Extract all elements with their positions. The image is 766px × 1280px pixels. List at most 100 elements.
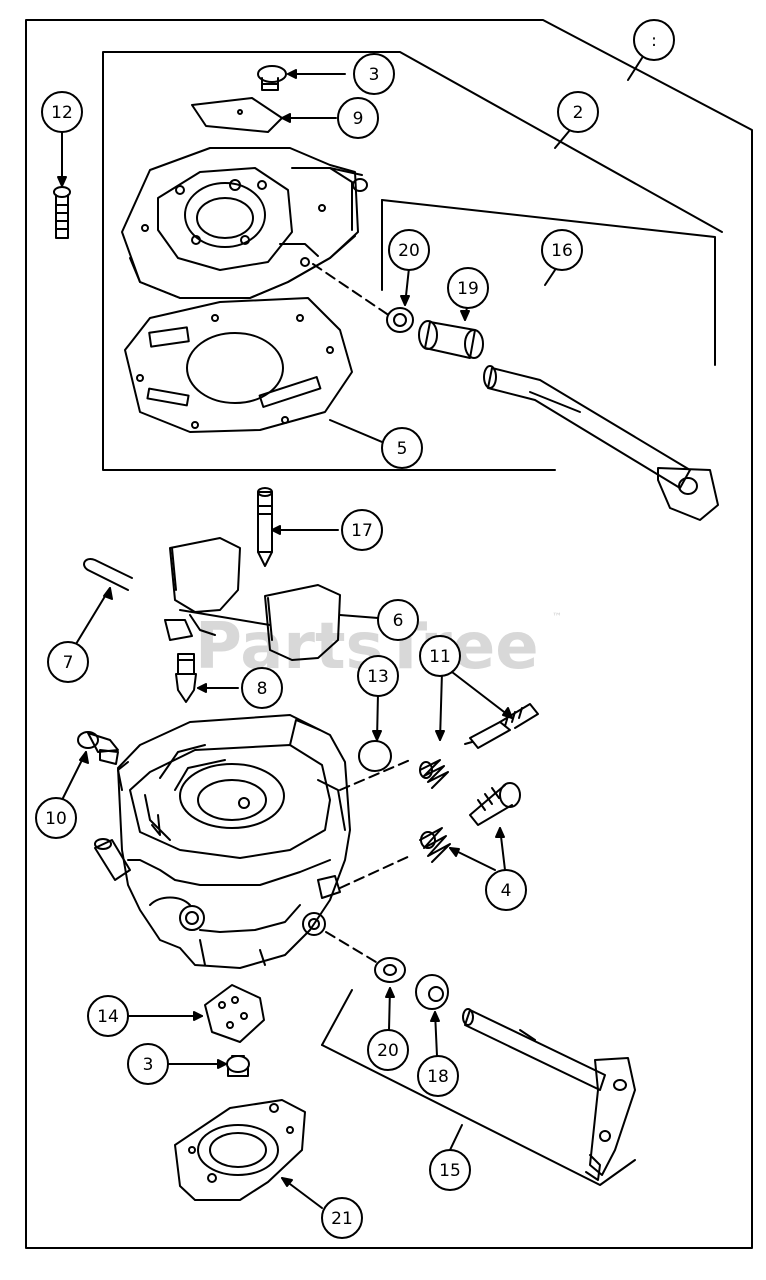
leader-11-right bbox=[451, 671, 513, 719]
arrowhead bbox=[400, 295, 410, 306]
svg-text::: : bbox=[651, 31, 657, 51]
callout-6[interactable]: 6 bbox=[377, 599, 419, 641]
arrowhead bbox=[217, 1059, 227, 1069]
upper-body-frame bbox=[102, 51, 723, 471]
callout-7[interactable]: 7 bbox=[47, 641, 89, 683]
svg-text:5: 5 bbox=[397, 439, 408, 459]
screw-part-12 bbox=[53, 186, 71, 239]
svg-text:9: 9 bbox=[353, 109, 364, 129]
arrowhead bbox=[385, 987, 395, 998]
clip-part-7 bbox=[83, 558, 133, 591]
svg-text:15: 15 bbox=[439, 1161, 461, 1181]
throttle-shaft-part-15 bbox=[462, 1008, 636, 1181]
arrowhead bbox=[449, 847, 460, 857]
callout-17[interactable]: 17 bbox=[341, 509, 383, 551]
mixture-screw-part-11 bbox=[464, 703, 539, 749]
spring-alignment-line bbox=[339, 759, 411, 791]
svg-text:16: 16 bbox=[551, 241, 573, 261]
leader-15 bbox=[449, 1124, 463, 1151]
callout-12[interactable]: 12 bbox=[41, 91, 83, 133]
callout-9[interactable]: 9 bbox=[337, 97, 379, 139]
svg-text:18: 18 bbox=[427, 1067, 449, 1087]
callout-10[interactable]: 10 bbox=[35, 797, 77, 839]
screw-alignment-line bbox=[339, 854, 413, 889]
callout-13[interactable]: 13 bbox=[357, 655, 399, 697]
svg-text:17: 17 bbox=[351, 521, 373, 541]
callout-8[interactable]: 8 bbox=[241, 667, 283, 709]
screw-part-3-bottom bbox=[226, 1055, 250, 1077]
needle-valve-part-8 bbox=[175, 653, 197, 703]
callout-2[interactable]: 2 bbox=[557, 91, 599, 133]
screw-part-4 bbox=[469, 782, 521, 826]
throttle-shaft-part-16 bbox=[483, 365, 719, 521]
callout-14[interactable]: 14 bbox=[87, 995, 129, 1037]
lower-shaft-alignment-line bbox=[325, 931, 377, 963]
svg-text:12: 12 bbox=[51, 103, 73, 123]
carburetor-body bbox=[94, 714, 351, 969]
plate-hole bbox=[237, 109, 243, 115]
arrowhead bbox=[281, 113, 291, 123]
svg-text:2: 2 bbox=[573, 103, 584, 123]
svg-text:14: 14 bbox=[97, 1007, 119, 1027]
svg-text:13: 13 bbox=[367, 667, 389, 687]
svg-text:20: 20 bbox=[398, 241, 420, 261]
svg-text:10: 10 bbox=[45, 809, 67, 829]
plug-part-13 bbox=[358, 740, 392, 772]
upper-body-part bbox=[121, 147, 368, 299]
callout-20-top[interactable]: 20 bbox=[388, 229, 430, 271]
callout-20-bottom[interactable]: 20 bbox=[367, 1029, 409, 1071]
svg-text:19: 19 bbox=[457, 279, 479, 299]
leader-5 bbox=[329, 419, 383, 443]
bushing-part-18 bbox=[415, 974, 449, 1010]
callout-1[interactable]: : bbox=[633, 19, 675, 61]
svg-text:21: 21 bbox=[331, 1209, 353, 1229]
callout-5[interactable]: 5 bbox=[381, 427, 423, 469]
callout-3-bottom[interactable]: 3 bbox=[127, 1043, 169, 1085]
arrowhead bbox=[372, 730, 382, 741]
callout-4[interactable]: 4 bbox=[485, 869, 527, 911]
arrowhead bbox=[79, 751, 89, 764]
arrowhead bbox=[430, 1011, 440, 1022]
plate-part-9 bbox=[191, 97, 283, 133]
svg-text:7: 7 bbox=[63, 653, 74, 673]
bracket-15-left bbox=[321, 989, 353, 1046]
washer-part-20-top bbox=[386, 307, 414, 333]
shaft-alignment-line bbox=[312, 263, 391, 317]
callout-19[interactable]: 19 bbox=[447, 267, 489, 309]
callout-15[interactable]: 15 bbox=[429, 1149, 471, 1191]
svg-text:™: ™ bbox=[552, 612, 562, 623]
washer-part-20-bottom bbox=[374, 957, 406, 983]
spring-part-11 bbox=[419, 759, 449, 789]
leader-6 bbox=[339, 614, 379, 619]
arrowhead bbox=[281, 1177, 293, 1187]
gasket-part-5 bbox=[124, 297, 353, 433]
arrowhead bbox=[460, 310, 470, 321]
leader-1 bbox=[627, 57, 643, 81]
arrowhead bbox=[193, 1011, 203, 1021]
arrowhead bbox=[57, 176, 67, 187]
arrowhead bbox=[435, 730, 445, 741]
svg-text:4: 4 bbox=[501, 881, 512, 901]
arrowhead bbox=[287, 69, 297, 79]
svg-text:20: 20 bbox=[377, 1041, 399, 1061]
leader-7 bbox=[75, 587, 111, 645]
bushing-part-19 bbox=[418, 320, 484, 359]
callout-3-top[interactable]: 3 bbox=[353, 53, 395, 95]
bracket-15-bottom bbox=[321, 1044, 636, 1186]
callout-21[interactable]: 21 bbox=[321, 1197, 363, 1239]
arrowhead bbox=[495, 827, 505, 838]
pin-part-17 bbox=[257, 487, 273, 567]
leader-11-down bbox=[439, 671, 443, 741]
float-part-6 bbox=[164, 537, 341, 661]
callout-18[interactable]: 18 bbox=[417, 1055, 459, 1097]
arrowhead bbox=[197, 683, 207, 693]
svg-text:3: 3 bbox=[369, 65, 380, 85]
gasket-part-21 bbox=[174, 1099, 306, 1201]
leader-16 bbox=[544, 269, 556, 286]
svg-text:3: 3 bbox=[143, 1055, 154, 1075]
callout-11[interactable]: 11 bbox=[419, 635, 461, 677]
callout-16[interactable]: 16 bbox=[541, 229, 583, 271]
bracket-16 bbox=[381, 199, 716, 366]
leader-2 bbox=[554, 129, 571, 149]
